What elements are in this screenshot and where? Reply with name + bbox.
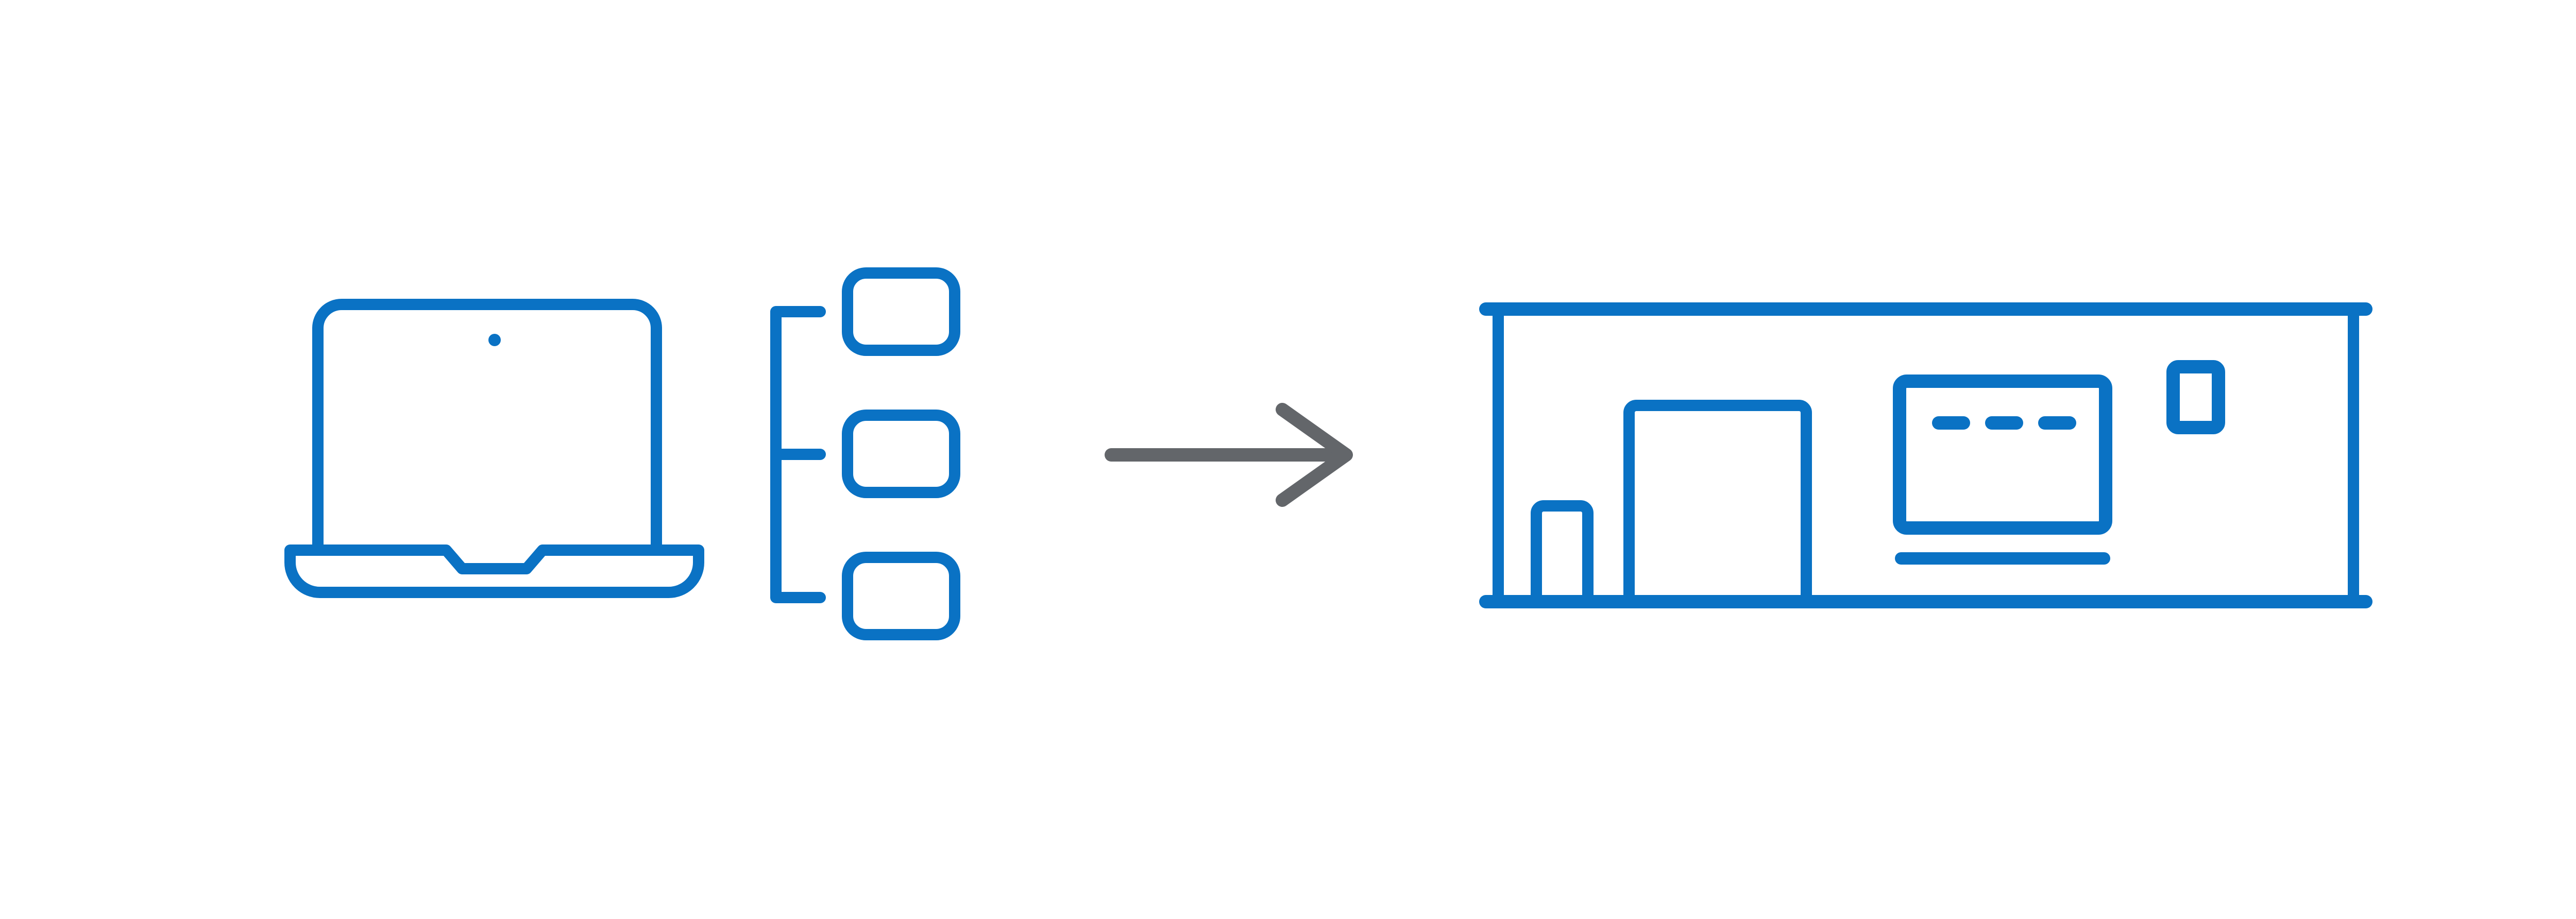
- laptop-icon: [284, 299, 704, 598]
- laptop-screen: [312, 299, 662, 556]
- arrow-right-icon: [1105, 403, 1353, 507]
- data-center-rack-2: [1623, 400, 1812, 602]
- hierarchy-node-2: [842, 410, 960, 498]
- data-center-console-panel: [1893, 375, 2112, 535]
- data-center-side-cabinet: [2166, 360, 2225, 434]
- laptop-base: [284, 544, 704, 598]
- hierarchy-node-3: [842, 552, 960, 640]
- data-center-rack-1: [1531, 500, 1594, 602]
- hierarchy-tree-icon: [770, 267, 960, 640]
- arrow-head: [1276, 403, 1353, 507]
- laptop-camera-icon: [488, 334, 501, 346]
- hierarchy-node-1: [842, 267, 960, 356]
- data-center-building-icon: [1479, 302, 2372, 608]
